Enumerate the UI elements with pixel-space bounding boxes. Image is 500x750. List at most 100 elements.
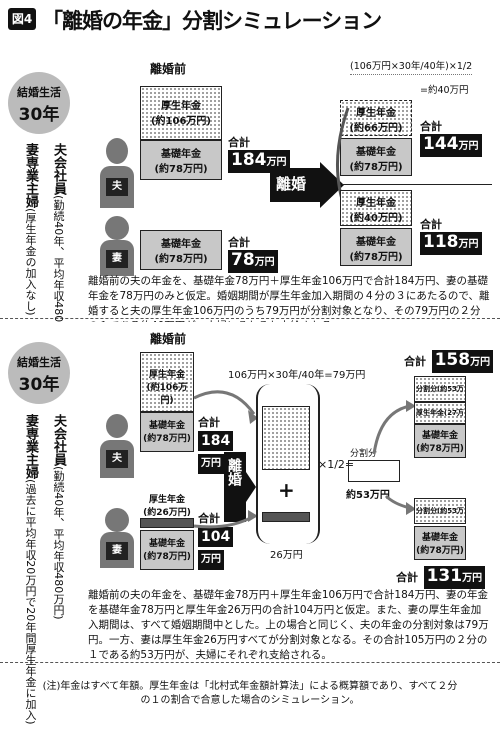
total-value: 184万円 <box>228 150 290 173</box>
after-husband-kiso-box: 基礎年金 (約78万円) <box>340 138 412 176</box>
box-amount: (約78万円) <box>154 254 208 265</box>
box-label: 基礎年金 <box>421 533 458 543</box>
circle-years: 30年 <box>18 375 60 395</box>
husband-detail: (勤続40年、平均年収480万円) <box>52 466 65 620</box>
split-box <box>348 460 400 482</box>
husband-kiso-box: 基礎年金 (約78万円) <box>140 412 194 452</box>
wife-head-icon <box>105 216 129 240</box>
sum-label: 合計 <box>420 120 442 133</box>
total-number: 78 <box>231 250 255 270</box>
split-formula: 106万円×30年/40年=79万円 <box>228 370 366 381</box>
sum-label: 合計 <box>228 136 250 149</box>
husband-kiso-box: 基礎年金 (約78万円) <box>140 140 222 180</box>
husband-role: 会社員 <box>51 427 66 466</box>
sum-label: 合計 <box>228 236 250 249</box>
box-amount: (約78万円) <box>154 164 208 175</box>
total-value: 144万円 <box>420 134 482 157</box>
split-label: 分割分 <box>350 449 378 459</box>
box-label: 厚生年金 <box>161 101 201 112</box>
total-unit: 万円 <box>470 357 491 368</box>
box-amount: (約26万円) <box>143 508 191 518</box>
box-amount: (約40万円) <box>349 213 403 224</box>
total-unit: 万円 <box>198 550 224 570</box>
box-label: 基礎年金 <box>421 431 458 441</box>
sum-label: 合計 <box>404 355 426 368</box>
panel-2-explanation: 離婚前の夫の年金を、基礎年金78万円＋厚生年金106万円で合計184万円、妻の年… <box>88 589 489 661</box>
box-label: 厚生年金 <box>148 495 185 505</box>
total-number: 131 <box>426 566 463 586</box>
split-amount: 約53万円 <box>346 490 390 501</box>
before-label: 離婚前 <box>150 332 187 346</box>
plus-sign: + <box>278 478 295 502</box>
wife-figure: 妻 <box>100 508 134 568</box>
after-husband-total: 合計 158万円 <box>404 350 494 373</box>
wife-label: 妻 <box>106 250 128 268</box>
box-amount: (約78万円) <box>416 444 464 454</box>
figure-badge: 図4 <box>8 8 36 30</box>
page-title: 「離婚の年金」分割シミュレーション <box>42 9 382 33</box>
box-amount: (約78万円) <box>416 546 464 556</box>
husband-total: 合計 184 万円 <box>198 414 234 474</box>
divorce-arrow-icon <box>224 452 256 522</box>
sum-label: 合計 <box>396 571 418 584</box>
total-number: 144 <box>423 134 459 154</box>
husband-role: 会社員 <box>51 156 66 195</box>
total-value: 158万円 <box>431 350 494 373</box>
total-value: 131万円 <box>423 566 486 589</box>
husband-head-icon <box>106 138 128 164</box>
sum-label: 合計 <box>198 416 220 429</box>
circle-years: 30年 <box>18 105 60 125</box>
box-label: 基礎年金 <box>148 539 185 549</box>
total-unit: 万円 <box>458 239 479 250</box>
wife-title: 妻 <box>23 414 38 427</box>
after-wife-split-box: 分割分(約53万円) <box>414 498 466 539</box>
wife-role: 専業主婦 <box>23 427 38 479</box>
circle-label: 結婚生活 <box>17 356 61 369</box>
box-label: 厚生年金 <box>356 198 396 209</box>
husband-description: 夫会社員(勤続40年、平均年収480万円) <box>51 143 66 349</box>
total-value: 78万円 <box>228 250 278 273</box>
total-unit: 万円 <box>462 573 483 584</box>
wife-total: 合計 78万円 <box>228 234 278 273</box>
wife-kiso-box: 基礎年金 (約78万円) <box>140 530 194 570</box>
total-number: 158 <box>434 350 471 370</box>
before-label: 離婚前 <box>150 62 187 76</box>
after-husband-kiso-box: 基礎年金 (約78万円) <box>414 424 466 458</box>
split-total-bracket <box>256 384 320 544</box>
husband-label: 夫 <box>106 178 128 196</box>
wife-description: 妻専業主婦(厚生年金の加入なし) <box>23 143 38 328</box>
wife-kosei-label: 厚生年金 (約26万円) <box>140 492 194 518</box>
husband-detail: (勤続40年、平均年収480万円) <box>52 195 65 349</box>
husband-title: 夫 <box>51 414 66 427</box>
box-amount: (約78万円) <box>349 162 403 173</box>
total-value: 118万円 <box>420 232 482 255</box>
husband-figure: 夫 <box>100 414 134 478</box>
husband-kosei-box: 厚生年金 (約106万円) <box>140 86 222 140</box>
box-amount: (約78万円) <box>143 434 191 444</box>
total-number: 104 <box>198 527 234 547</box>
after-husband-split-box: 分割分(約53万円) <box>414 376 466 417</box>
half-multiplier: ×1/2= <box>318 458 355 471</box>
wife-head-icon <box>105 508 129 532</box>
wife-total: 合計 104 万円 <box>198 510 234 570</box>
total-number: 184 <box>231 150 267 170</box>
husband-description: 夫会社員(勤続40年、平均年収480万円) <box>51 414 66 664</box>
after-wife-kiso-box: 基礎年金 (約78万円) <box>414 526 466 560</box>
total-number: 184 <box>198 431 234 451</box>
divider-line <box>342 184 492 185</box>
wife-role: 専業主婦 <box>23 156 38 208</box>
divorce-label: 離婚 <box>226 458 242 486</box>
box-label: 基礎年金 <box>356 147 396 158</box>
husband-head-icon <box>106 414 128 438</box>
wife-figure: 妻 <box>100 216 134 276</box>
wife-kosei-bar <box>140 518 194 528</box>
box-amount: (約78万円) <box>143 552 191 562</box>
wife-detail: (厚生年金の加入なし) <box>24 208 37 316</box>
after-wife-kiso-box: 基礎年金 (約78万円) <box>340 228 412 266</box>
split-formula-result: =約40万円 <box>420 85 469 96</box>
wife-description: 妻専業主婦(過去に平均年収20万円で20年間厚生年金に加入) <box>23 414 38 725</box>
title-bar: 図4 「離婚の年金」分割シミュレーション <box>0 0 500 36</box>
box-amount: (約78万円) <box>349 252 403 263</box>
footnote: (注)年金はすべて年額。厚生年金は「北村式年金額計算法」による概算額であり、すべ… <box>42 681 458 706</box>
husband-total: 合計 184万円 <box>228 134 290 173</box>
